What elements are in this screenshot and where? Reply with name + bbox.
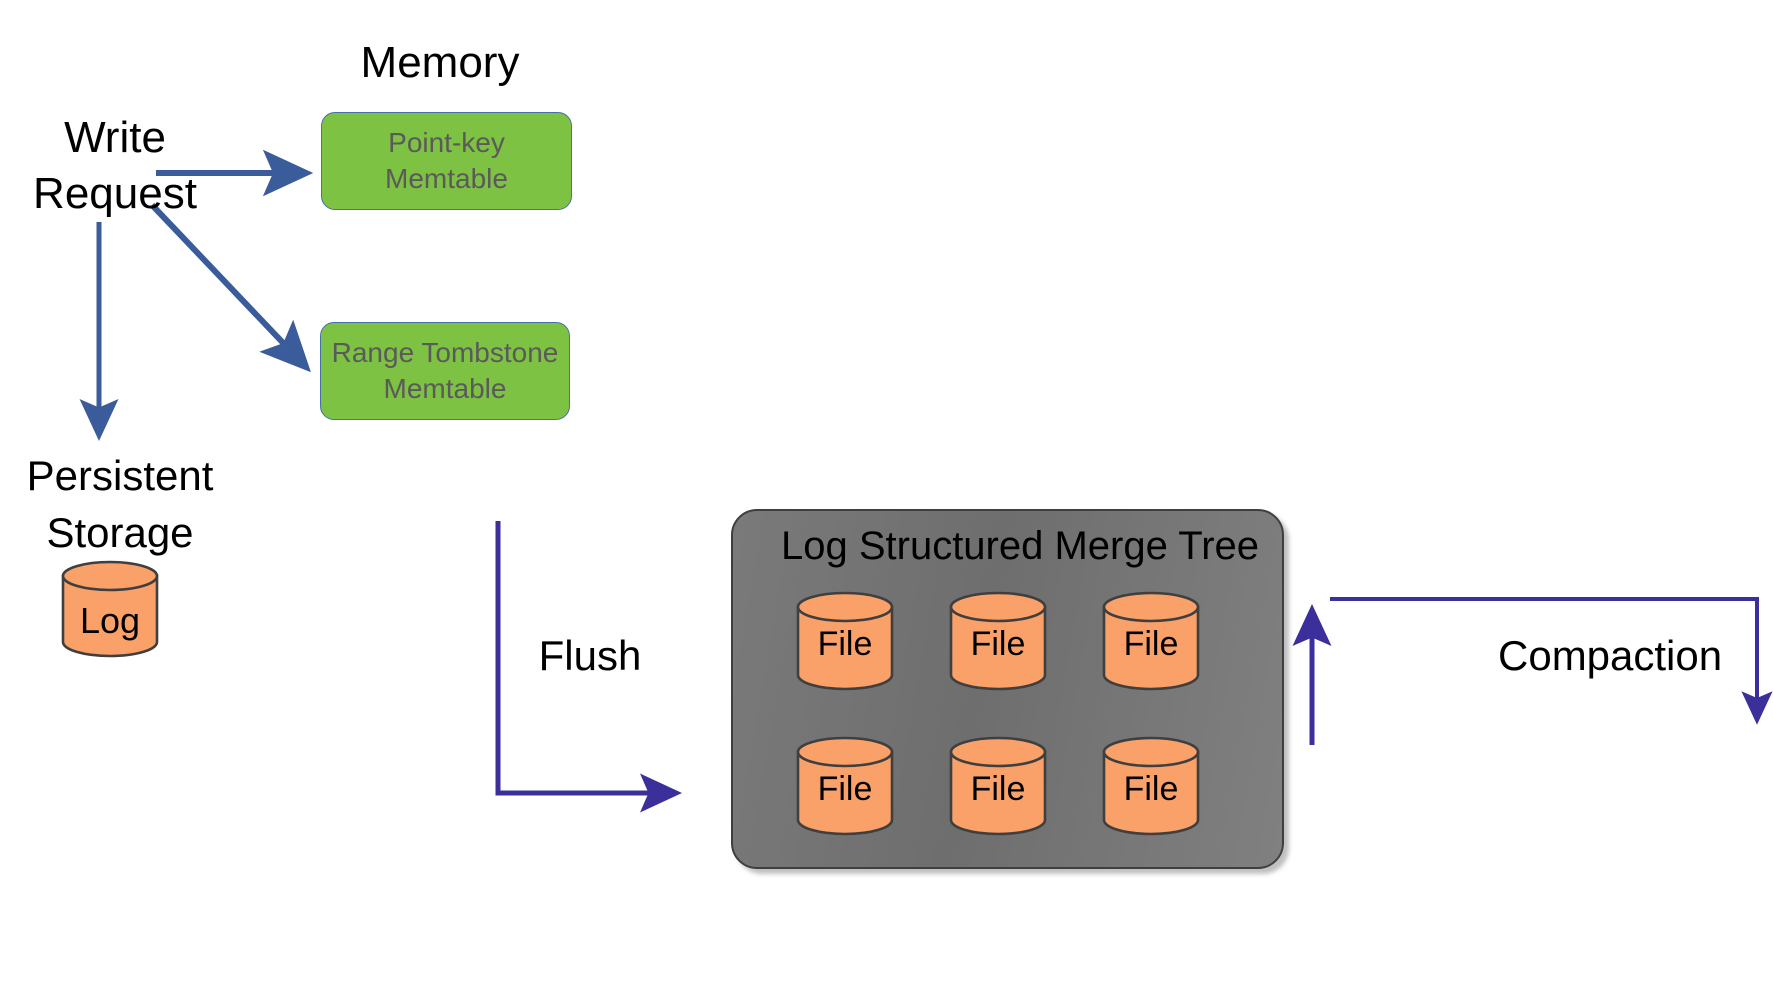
log-cylinder-label: Log [79,600,141,641]
log-cylinder[interactable]: Log [61,560,159,658]
file-cylinder-label: File [817,625,873,663]
flush-label: Flush [538,632,642,679]
persistent-storage-label: Persistent Storage [26,452,214,556]
cylinder-shape-icon [61,560,159,658]
file-cylinder[interactable]: File [796,736,894,836]
file-cylinder[interactable]: File [1102,736,1200,836]
point-key-memtable-box[interactable]: Point-key Memtable [321,112,572,210]
file-cylinder-label: File [970,625,1026,663]
cylinder-shape-icon [1102,591,1200,691]
write-to-range-tombstone-memtable-arrow [149,202,311,373]
file-cylinder[interactable]: File [949,591,1047,691]
file-cylinder-label: File [817,770,873,808]
cylinder-shape-icon [949,591,1047,691]
compaction-label: Compaction [1498,632,1723,679]
file-cylinder[interactable]: File [796,591,894,691]
file-cylinder[interactable]: File [949,736,1047,836]
file-cylinder-label: File [970,770,1026,808]
memory-section-title: Memory [360,38,520,87]
cylinder-shape-icon [796,591,894,691]
file-cylinder[interactable]: File [1102,591,1200,691]
file-cylinder-label: File [1123,770,1179,808]
range-tombstone-memtable-box[interactable]: Range Tombstone Memtable [320,322,570,420]
file-cylinder-label: File [1123,625,1179,663]
write-request-label: Write Request [33,113,197,219]
cylinder-shape-icon [949,736,1047,836]
cylinder-shape-icon [1102,736,1200,836]
cylinder-shape-icon [796,736,894,836]
lsm-tree-title: Log Structured Merge Tree [780,524,1260,568]
